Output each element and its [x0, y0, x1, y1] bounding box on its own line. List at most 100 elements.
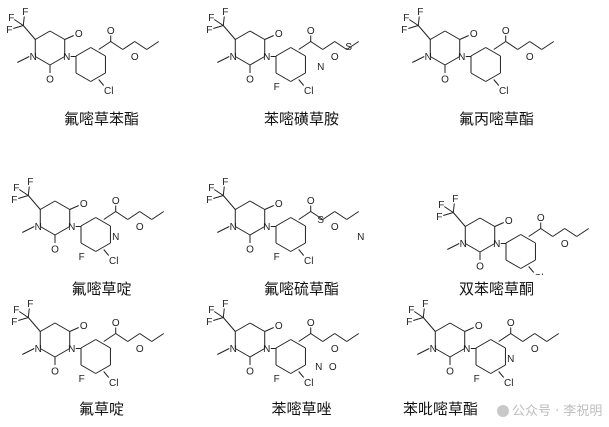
bond [54, 348, 70, 358]
atom-label: O [446, 367, 454, 378]
atom-label: O [75, 29, 83, 40]
atom-label: O [136, 222, 144, 233]
atom-label: N [507, 354, 514, 365]
atom-label: F [222, 300, 228, 310]
atom-label: N [30, 52, 37, 63]
bond [528, 228, 541, 237]
atom-label: O [331, 222, 339, 233]
bond [13, 25, 24, 29]
atom-label: N [35, 222, 42, 233]
atom-label: O [275, 199, 283, 210]
atom-label: O [51, 245, 59, 256]
compound-name: 氟嘧草啶 [71, 280, 132, 298]
atom-label: N [68, 344, 75, 355]
bond [222, 195, 236, 210]
bond [459, 35, 469, 40]
atom-label: N [317, 62, 324, 73]
atom-label: F [208, 305, 214, 316]
bond [275, 47, 291, 57]
bond [27, 308, 30, 318]
bond [409, 19, 419, 26]
atom-label: N [230, 344, 237, 355]
compound-name: 苯嘧草唑 [271, 400, 332, 418]
bond [217, 226, 230, 233]
bond [22, 25, 36, 40]
bond [80, 242, 96, 252]
bond [122, 41, 135, 50]
bond [249, 322, 265, 332]
bond [485, 47, 501, 57]
bond [422, 317, 436, 332]
bond [298, 249, 305, 256]
atom-label: F [274, 374, 280, 385]
bond [417, 25, 431, 40]
bond [322, 333, 335, 342]
bond [334, 333, 347, 342]
atom-label: O [107, 26, 115, 37]
atom-label: F [206, 25, 212, 36]
bond [298, 333, 311, 342]
bond [18, 195, 29, 199]
atom-label: N [425, 52, 432, 63]
atom-label: O [329, 362, 337, 373]
atom-label: O [246, 245, 254, 256]
compound-name: 苯嘧磺草胺 [263, 110, 339, 128]
bond [127, 211, 140, 220]
bond [27, 195, 41, 210]
bond [290, 217, 306, 227]
bond [27, 186, 30, 196]
bond [14, 19, 24, 26]
atom-label: N [463, 344, 470, 355]
bond [430, 56, 446, 66]
atom-label: F [79, 374, 85, 385]
bond [54, 226, 70, 236]
bond [95, 242, 111, 252]
atom-label: O [470, 29, 478, 40]
bond [505, 234, 521, 244]
atom-label: N [263, 52, 270, 63]
atom-label: O [246, 367, 254, 378]
bond [69, 205, 79, 210]
bond [22, 226, 35, 233]
bond [235, 56, 251, 66]
bond [346, 41, 359, 50]
atom-label: F [408, 305, 414, 316]
bond [213, 25, 224, 29]
atom-label: F [79, 252, 85, 263]
bond [464, 327, 474, 332]
bond [465, 217, 481, 227]
bond [529, 41, 542, 50]
atom-label: F [27, 177, 33, 188]
bond [235, 200, 251, 210]
bond [217, 348, 230, 355]
watermark: 公众号 · 李祝明 [497, 400, 602, 419]
bond [413, 317, 424, 321]
compound-name: 苯吡嘧草酯 [403, 400, 479, 418]
atom-label: F [401, 25, 407, 36]
bond [475, 364, 491, 374]
bond [22, 16, 25, 26]
bond [151, 211, 164, 220]
atom-label: F [22, 7, 28, 18]
bond [17, 56, 30, 63]
bond [80, 364, 96, 374]
bond [490, 339, 506, 349]
bond [414, 311, 424, 318]
atom-label: N [263, 344, 270, 355]
bond [298, 79, 305, 86]
bond [564, 228, 577, 237]
wechat-icon [497, 405, 509, 417]
bond [546, 333, 559, 342]
atom-label: Cl [104, 86, 113, 97]
bond [95, 217, 111, 227]
bond [80, 217, 96, 227]
bond [103, 371, 110, 378]
atom-label: O [531, 344, 539, 355]
bond [298, 41, 311, 50]
bond [75, 47, 91, 57]
bond [64, 35, 74, 40]
